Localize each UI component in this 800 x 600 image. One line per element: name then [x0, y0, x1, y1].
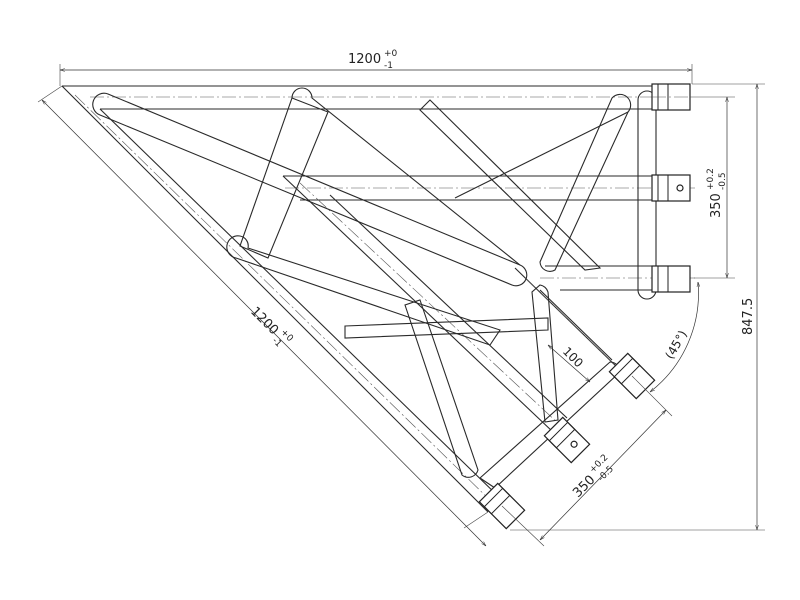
- dimension-diag-spacing: 350 +0.2 -0.5: [501, 375, 673, 547]
- diagonal-couplers: [478, 352, 656, 530]
- dim-height-value: 847.5: [741, 298, 756, 335]
- middle-chord: [283, 175, 695, 201]
- dim-top-length-tol-lower: -1: [384, 61, 393, 71]
- dim-right-spacing-tol-upper: +0.2: [706, 168, 716, 190]
- dimension-right-spacing: 350 +0.2 -0.5: [690, 96, 735, 279]
- inner-diagonal-chord: [282, 175, 568, 433]
- dim-diag-length-value: 1200: [247, 304, 281, 338]
- coupler-top: [651, 83, 691, 111]
- dimension-diag-length: 1200 +0 -1: [37, 85, 489, 546]
- right-couplers: [651, 83, 691, 293]
- coupler-middle: [651, 174, 691, 202]
- dimension-top-length: 1200 +0 -1: [59, 49, 693, 86]
- bolt-hole-icon: [676, 184, 684, 192]
- dim-offset-value: 100: [560, 344, 586, 370]
- dim-angle-value: (45°): [662, 328, 689, 362]
- outer-diagonal-chord: [61, 85, 501, 513]
- coupler-bottom: [651, 265, 691, 293]
- top-chord: [62, 85, 690, 110]
- dim-top-length-tol-upper: +0: [384, 49, 398, 59]
- dim-top-length-value: 1200: [348, 52, 381, 67]
- dim-right-spacing-tol-lower: -0.5: [718, 172, 728, 190]
- dim-right-spacing-value: 350: [709, 193, 724, 218]
- coupler-diag-middle: [543, 416, 591, 464]
- dimension-angle: (45°): [650, 282, 698, 392]
- short-diagonal-chord: [514, 267, 631, 381]
- dim-diag-spacing-value: 350: [570, 473, 598, 501]
- dim-diag-length-tol-lower: -1: [270, 336, 283, 349]
